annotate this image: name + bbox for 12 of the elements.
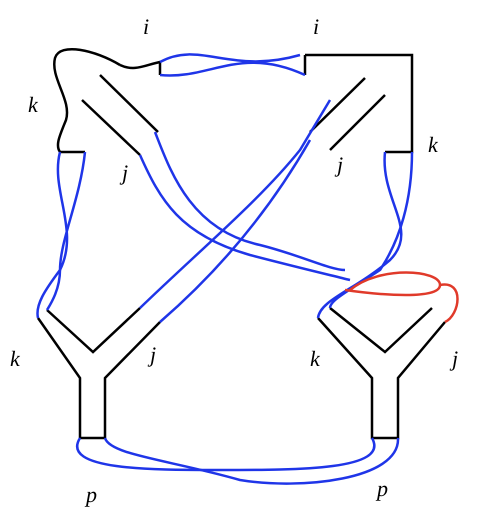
strand-label: j	[122, 162, 128, 184]
strand-label: i	[143, 16, 150, 38]
strand-label: j	[337, 154, 344, 176]
strand-label: p	[86, 484, 97, 506]
strand-label: k	[10, 348, 20, 370]
strand-label: j	[150, 344, 156, 366]
strand-label: i	[313, 16, 320, 38]
strand-label: p	[377, 478, 388, 500]
strand-label: k	[28, 94, 38, 116]
strand-label: k	[428, 134, 438, 156]
strand-label: k	[310, 348, 320, 370]
strand-label: j	[452, 348, 458, 370]
